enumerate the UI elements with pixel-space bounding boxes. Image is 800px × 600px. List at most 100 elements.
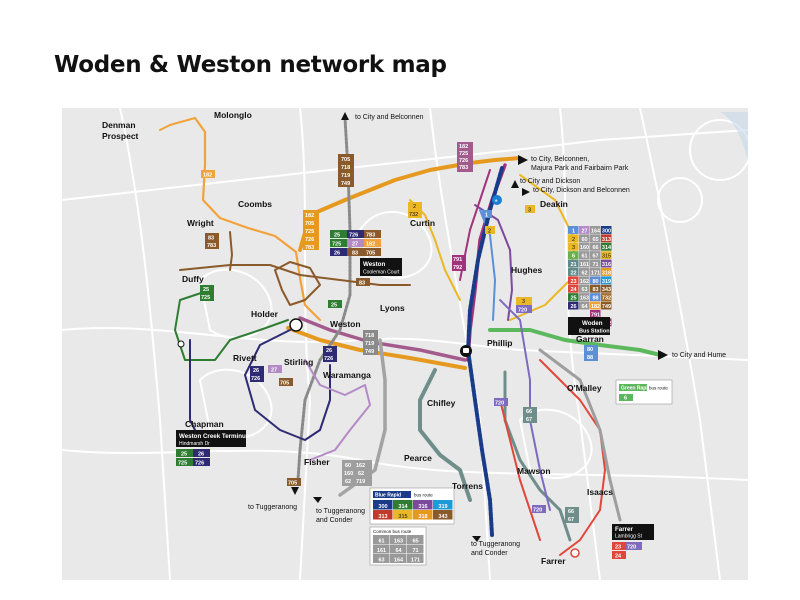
common-route-label: 71 [412, 548, 418, 554]
svg-text:182: 182 [305, 213, 314, 219]
woden-route-label: 61 [581, 254, 587, 260]
woden-cell [568, 242, 579, 251]
woden-route-label: 318 [602, 270, 611, 276]
dest-city-majura-2: Majura Park and Fairbairn Park [531, 165, 629, 172]
woden-cell [590, 284, 601, 293]
water-features [720, 112, 748, 160]
svg-text:720: 720 [495, 401, 504, 407]
dest-city-majura-1: to City, Belconnen, [531, 156, 589, 163]
woden-route-label: 88 [592, 296, 598, 302]
suburb-chifley: Chifley [427, 398, 456, 408]
svg-text:2: 2 [488, 229, 491, 235]
svg-text:719: 719 [341, 173, 350, 179]
blue-rapid-cell [373, 510, 393, 520]
svg-text:726: 726 [324, 356, 333, 362]
svg-text:726: 726 [459, 158, 468, 164]
blue-rapid-cell [433, 500, 453, 510]
blue-rapid-cell [433, 510, 453, 520]
arrow-city-majura [518, 155, 528, 165]
suburb-farrer: Farrer [541, 556, 566, 566]
woden-route-label: 161 [580, 262, 589, 268]
svg-text:732: 732 [409, 212, 418, 218]
svg-text:162: 162 [356, 463, 365, 469]
svg-text:bus route: bus route [649, 386, 668, 391]
svg-text:Cooleman Court: Cooleman Court [363, 270, 400, 276]
woden-route-label: 319 [602, 279, 611, 285]
svg-text:705: 705 [280, 381, 289, 387]
woden-cell [590, 268, 601, 276]
svg-text:720: 720 [518, 308, 527, 314]
woden-route-label: 160 [580, 245, 589, 251]
svg-text:62: 62 [358, 471, 364, 477]
suburb-pearce: Pearce [404, 453, 432, 463]
svg-text:Hindmarsh Dr: Hindmarsh Dr [179, 441, 210, 447]
common-route-label: 163 [394, 539, 403, 545]
common-cell [373, 544, 390, 554]
woden-route-label: 62 [581, 270, 587, 276]
woden-route-label: 749 [602, 304, 611, 310]
woden-cell [579, 234, 590, 243]
blue-rapid-route-label: 319 [438, 504, 447, 510]
svg-text:725: 725 [201, 295, 210, 301]
blue-rapid-cell [393, 500, 413, 510]
woden-route-label: 3 [572, 245, 575, 251]
route-green-rapid [488, 328, 662, 357]
page-title: Woden & Weston network map [54, 52, 447, 78]
woden-cell [601, 259, 612, 268]
woden-cell [579, 242, 590, 251]
route-27 [304, 359, 371, 461]
route-80-88 [538, 348, 622, 522]
woden-cell [568, 276, 579, 285]
svg-text:Blue Rapid: Blue Rapid [375, 493, 401, 499]
route-64 [503, 370, 572, 542]
svg-text:Lambrigg St: Lambrigg St [615, 534, 643, 540]
blue-rapid-cell [373, 500, 393, 510]
woden-route-label: 182 [591, 304, 600, 310]
svg-text:27: 27 [352, 242, 358, 248]
common-cell [390, 535, 407, 544]
chapman-terminus-icon [177, 340, 185, 348]
woden-cell [568, 234, 579, 243]
svg-text:718: 718 [365, 333, 374, 339]
woden-cell [601, 268, 612, 276]
svg-text:182: 182 [459, 144, 468, 150]
woden-station-label: Woden Bus Station [568, 317, 610, 335]
suburb-curtin: Curtin [410, 218, 435, 228]
svg-text:25: 25 [181, 452, 187, 458]
common-cell [373, 554, 390, 563]
svg-text:725: 725 [305, 229, 314, 235]
woden-route-label: 23 [570, 279, 576, 285]
suburb-omalley: O'Malley [567, 383, 602, 393]
svg-text:Bus Station: Bus Station [579, 329, 610, 335]
svg-text:26: 26 [253, 368, 259, 374]
woden-route-label: 64 [581, 304, 588, 310]
woden-route-label: 83 [592, 287, 598, 293]
hospital-icon [492, 195, 502, 205]
svg-text:749: 749 [341, 181, 350, 187]
woden-cell [590, 310, 601, 318]
destination-labels: to City and Belconnen to City, Belconnen… [248, 114, 726, 557]
svg-text:26: 26 [326, 348, 332, 354]
suburb-deakin: Deakin [540, 199, 568, 209]
svg-text:66: 66 [526, 409, 532, 415]
woden-route-label: 1 [572, 228, 575, 234]
common-cell [407, 535, 424, 544]
route-182-b [159, 117, 196, 131]
svg-text:160: 160 [344, 471, 353, 477]
blue-rapid-route-label: 316 [418, 504, 427, 510]
svg-text:726: 726 [251, 376, 260, 382]
svg-text:+: + [495, 199, 498, 205]
woden-cell [579, 259, 590, 268]
svg-text:23: 23 [615, 545, 621, 551]
common-cell [390, 554, 407, 563]
woden-cell [601, 276, 612, 285]
dest-city-dickson-belconnen: to City, Dickson and Belconnen [533, 187, 630, 194]
route-720 [499, 299, 551, 511]
suburb-lyons: Lyons [380, 303, 405, 313]
blue-rapid-route-label: 300 [378, 504, 387, 510]
woden-route-label: 313 [602, 237, 611, 243]
arrow-tugg-conder-b [472, 536, 481, 542]
svg-text:83: 83 [359, 281, 365, 287]
woden-cell [568, 259, 579, 268]
woden-route-label: 60 [581, 237, 587, 243]
